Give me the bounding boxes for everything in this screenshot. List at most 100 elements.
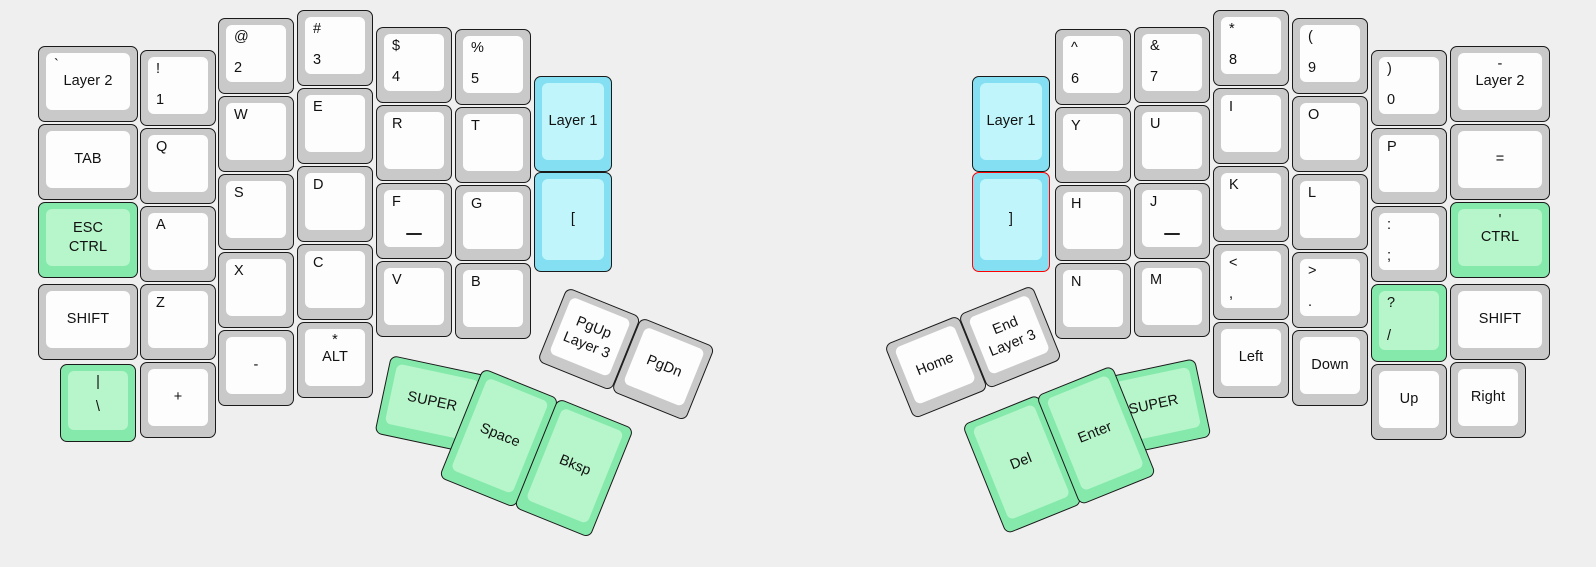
legend-center: Left [1238,348,1264,365]
legend-center: ] [1008,210,1014,227]
legend-center: Up [1399,390,1419,407]
key-r-n[interactable]: N [1055,263,1131,339]
legend-top-left: A [156,217,166,233]
key-r-h[interactable]: H [1055,185,1131,261]
legend-bottom-left: 8 [1229,52,1238,69]
legend-top-left: H [1071,196,1082,212]
key-l-minus[interactable]: - [218,330,294,406]
keycap-surface: P [1379,135,1439,192]
key-r-rbrk[interactable]: ] [972,172,1050,272]
key-l-layer1[interactable]: Layer 1 [534,76,612,172]
legend-bottom-left: 9 [1308,60,1317,77]
keycap-surface: End Layer 3 [968,294,1051,376]
key-l-5[interactable]: %5 [455,29,531,105]
key-r-eq[interactable]: = [1450,124,1550,200]
key-r-period[interactable]: >. [1292,252,1368,328]
legend-center: Layer 2 [1475,72,1525,89]
legend-top-left: S [234,185,244,201]
key-r-k[interactable]: K [1213,166,1289,242]
key-r-m[interactable]: M [1134,261,1210,337]
legend-bottom-left: 6 [1071,71,1080,88]
legend-top-left: & [1150,38,1160,54]
keycap-surface: SHIFT [1458,291,1542,348]
key-r-semi[interactable]: :; [1371,206,1447,282]
keycap-surface: C [305,251,365,308]
key-r-7[interactable]: &7 [1134,27,1210,103]
key-l-plus[interactable]: + [140,362,216,438]
key-l-tab[interactable]: TAB [38,124,138,200]
key-r-shift[interactable]: SHIFT [1450,284,1550,360]
keycap-surface: Layer 1 [542,83,604,160]
key-l-f[interactable]: F [376,183,452,259]
key-r-slash[interactable]: ?/ [1371,284,1447,362]
key-l-s[interactable]: S [218,174,294,250]
key-l-alt[interactable]: *ALT [297,322,373,398]
key-l-v[interactable]: V [376,261,452,337]
legend-center: SHIFT [1478,310,1522,327]
key-l-g[interactable]: G [455,185,531,261]
legend-center: TAB [74,150,102,167]
legend-top-left: G [471,196,483,212]
key-r-layer1[interactable]: Layer 1 [972,76,1050,172]
key-l-pipe[interactable]: |\ [60,364,136,442]
legend-top-center: ' [1498,212,1502,228]
key-l-w[interactable]: W [218,96,294,172]
key-r-quote[interactable]: 'CTRL [1450,202,1550,278]
legend-center: - [253,356,259,373]
keycap-surface: K [1221,173,1281,230]
key-r-comma[interactable]: <, [1213,244,1289,320]
legend-bottom-left: 3 [313,52,322,69]
key-l-x[interactable]: X [218,252,294,328]
key-r-6[interactable]: ^6 [1055,29,1131,105]
key-r-j[interactable]: J [1134,183,1210,259]
keycap-surface: #3 [305,17,365,74]
key-l-1[interactable]: !1 [140,50,216,126]
key-r-u[interactable]: U [1134,105,1210,181]
key-r-left[interactable]: Left [1213,322,1289,398]
keycap-surface: = [1458,131,1542,188]
legend-top-left: K [1229,177,1239,193]
keycap-surface: $4 [384,34,444,91]
keycap-surface: Layer 1 [980,83,1042,160]
key-l-lbrk[interactable]: [ [534,172,612,272]
key-l-z[interactable]: Z [140,284,216,360]
key-r-y[interactable]: Y [1055,107,1131,183]
keycap-surface: U [1142,112,1202,169]
key-r-9[interactable]: (9 [1292,18,1368,94]
key-r-down[interactable]: Down [1292,330,1368,406]
key-r-layer2[interactable]: -Layer 2 [1450,46,1550,122]
key-r-p[interactable]: P [1371,128,1447,204]
legend-center: PgDn [644,351,685,381]
key-r-i[interactable]: I [1213,88,1289,164]
key-l-3[interactable]: #3 [297,10,373,86]
key-l-4[interactable]: $4 [376,27,452,103]
key-l-r[interactable]: R [376,105,452,181]
legend-top-left: U [1150,116,1161,132]
key-r-0[interactable]: )0 [1371,50,1447,126]
key-r-l[interactable]: L [1292,174,1368,250]
key-l-a[interactable]: A [140,206,216,282]
keycap-surface: [ [542,179,604,260]
keycap-surface: )0 [1379,57,1439,114]
key-l-esc[interactable]: ESC CTRL [38,202,138,278]
legend-bottom-left: . [1308,294,1313,311]
legend-bottom-left: ; [1387,248,1392,265]
key-l-t[interactable]: T [455,107,531,183]
key-l-e[interactable]: E [297,88,373,164]
key-r-o[interactable]: O [1292,96,1368,172]
key-l-q[interactable]: Q [140,128,216,204]
keycap-surface: |\ [68,371,128,430]
key-l-c[interactable]: C [297,244,373,320]
keycap-surface: &7 [1142,34,1202,91]
keycap-surface: >. [1300,259,1360,316]
key-r-up[interactable]: Up [1371,364,1447,440]
key-l-layer2[interactable]: `Layer 2 [38,46,138,122]
legend-bottom-left: 2 [234,60,243,77]
key-l-b[interactable]: B [455,263,531,339]
key-l-d[interactable]: D [297,166,373,242]
key-l-2[interactable]: @2 [218,18,294,94]
key-r-8[interactable]: *8 [1213,10,1289,86]
key-r-right[interactable]: Right [1450,362,1526,438]
key-l-shift[interactable]: SHIFT [38,284,138,360]
legend-top-left: @ [234,29,249,45]
